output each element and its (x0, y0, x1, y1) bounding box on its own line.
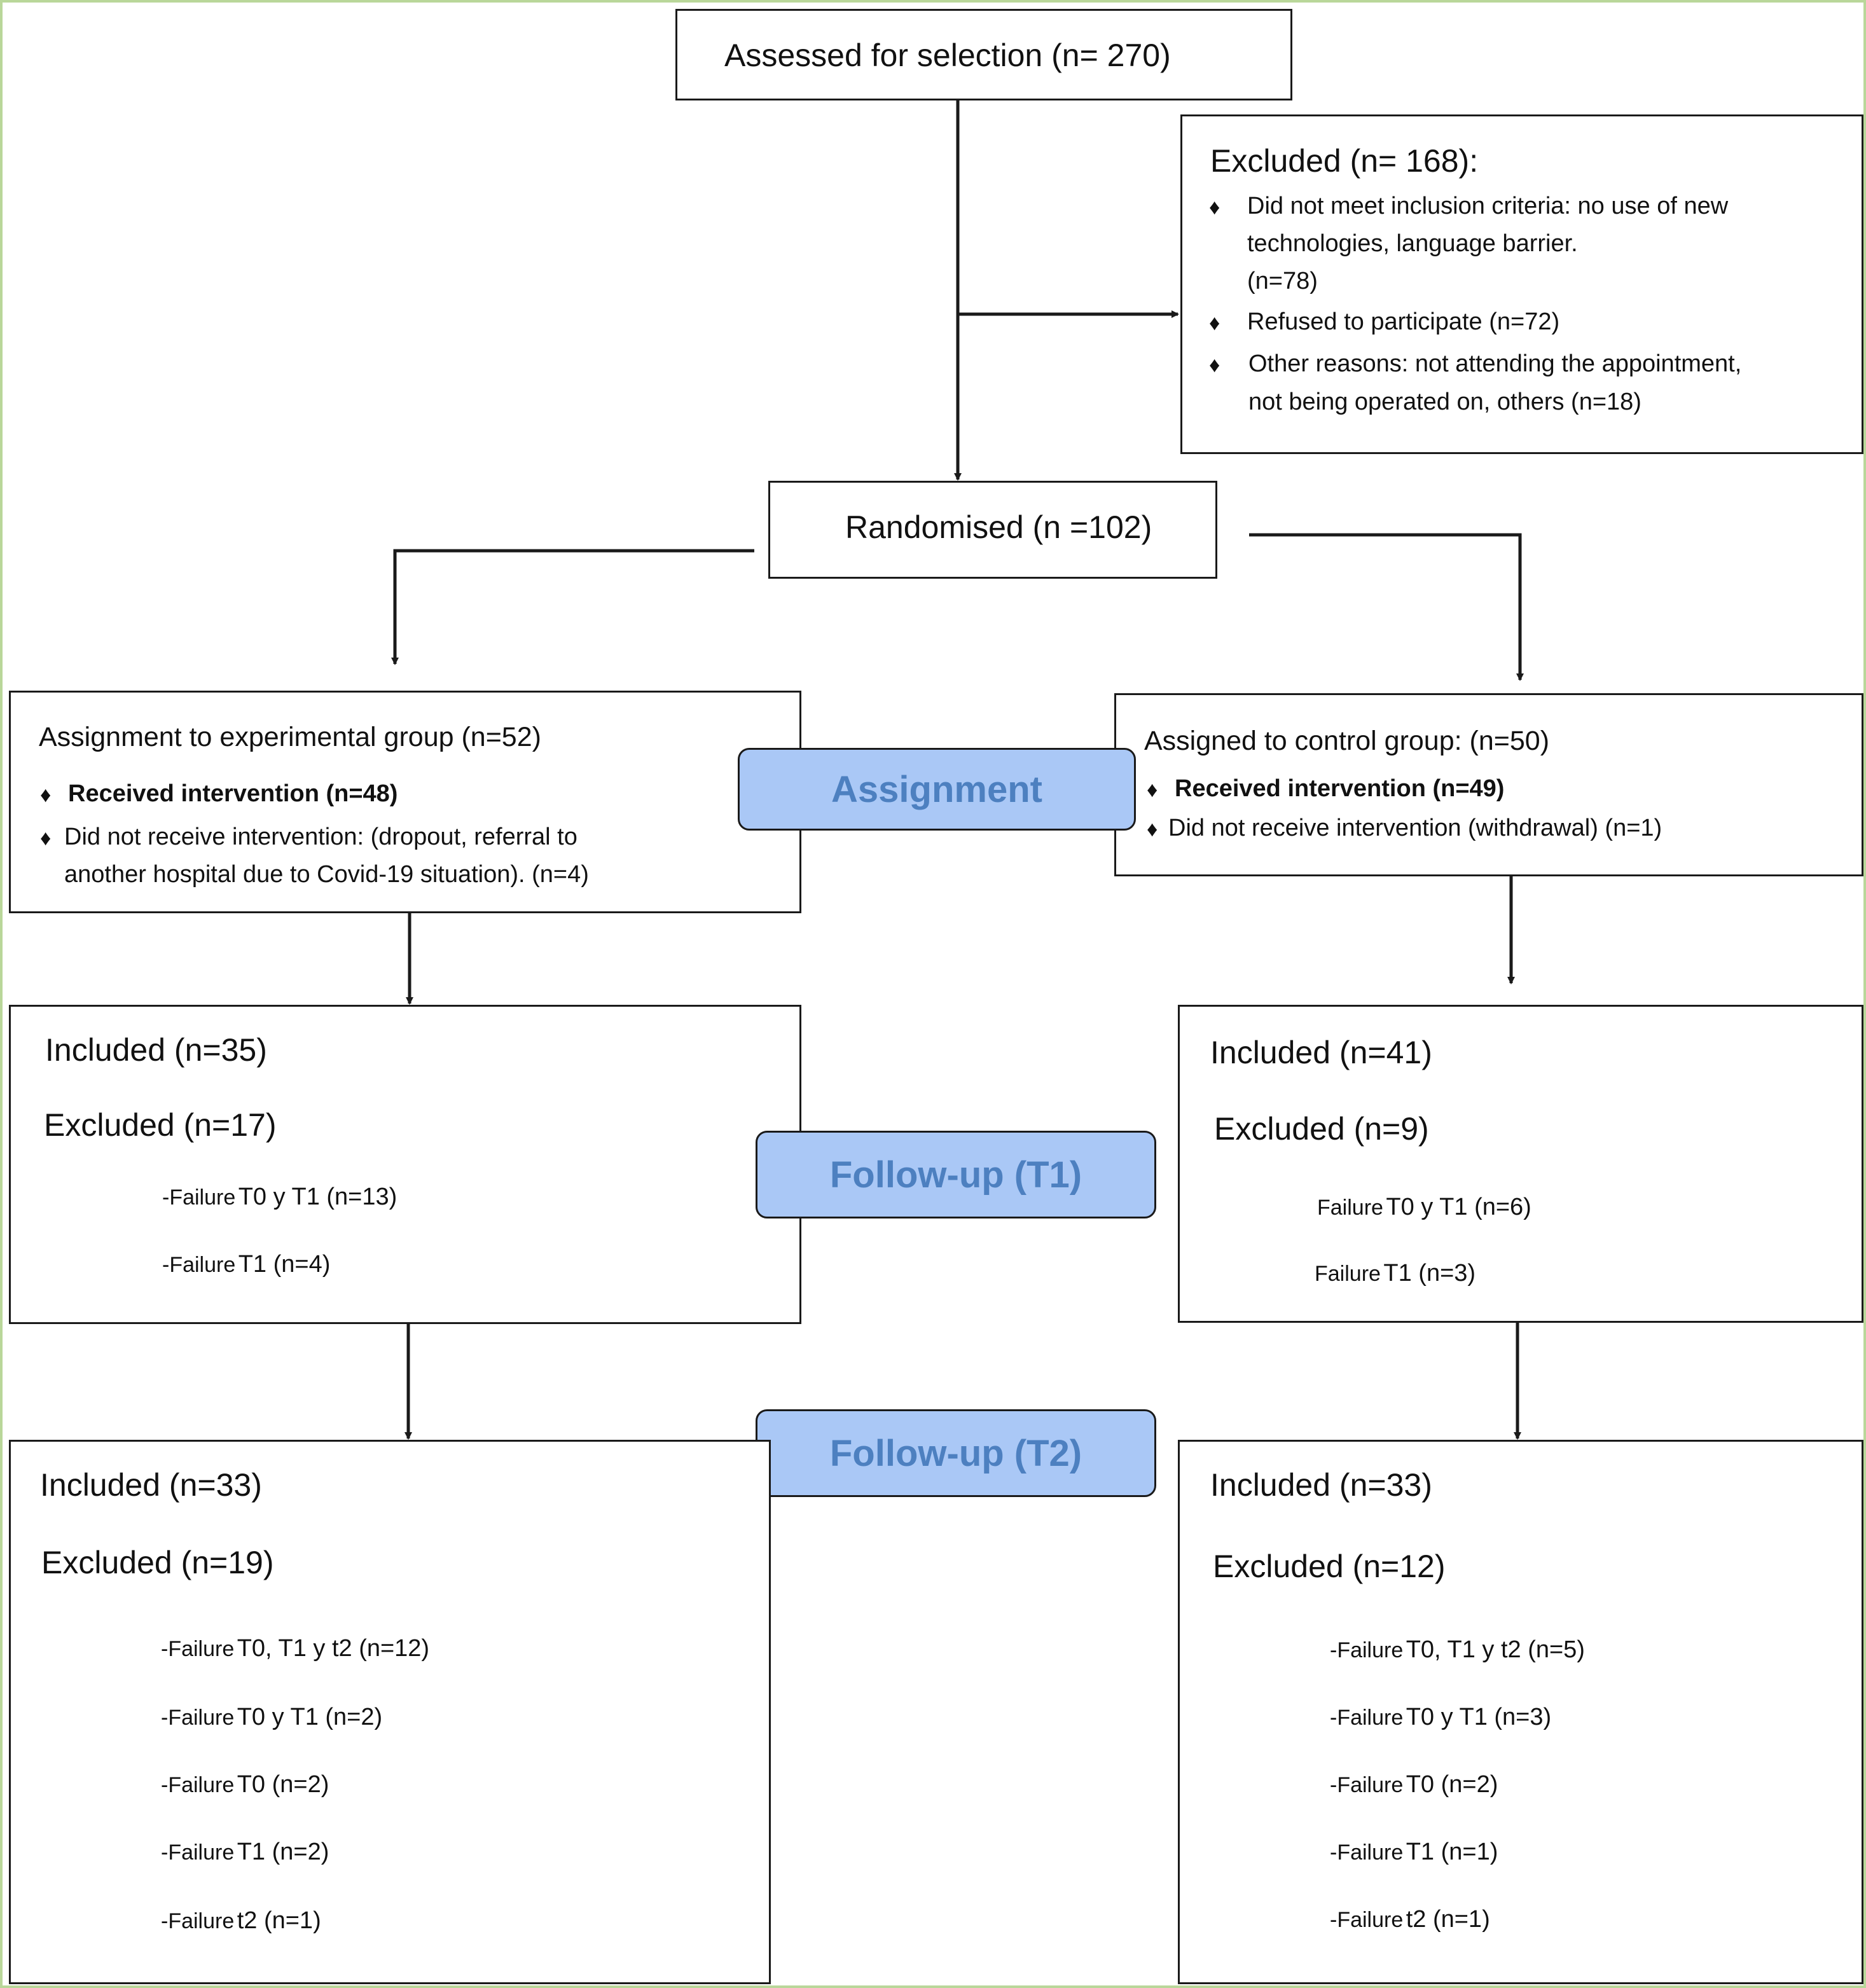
randomised-box: Randomised (n =102) (768, 481, 1217, 579)
failure-row: -Failure T0 y T1 (n=13) (162, 1184, 397, 1210)
control-received: Received intervention (n=49) (1175, 775, 1505, 802)
randomised-label: Randomised (n =102) (845, 509, 1152, 545)
control-not-received: Did not receive intervention (withdrawal… (1168, 815, 1662, 841)
experimental-not-received-line: another hospital due to Covid-19 situati… (64, 861, 589, 888)
experimental-t1-box: Included (n=35) Excluded (n=17) -Failure… (9, 1005, 801, 1324)
control-t1-included: Included (n=41) (1210, 1035, 1432, 1070)
bullet-icon: ♦ (1209, 311, 1220, 335)
failure-row: -Failure T0 y T1 (n=3) (1330, 1704, 1552, 1730)
excluded-reason-line: Refused to participate (n=72) (1247, 308, 1560, 335)
phase-assignment-text: Assignment (831, 768, 1042, 810)
excluded-reason-line: not being operated on, others (n=18) (1248, 389, 1641, 415)
bullet-icon: ♦ (1147, 778, 1158, 802)
connector-lines (391, 99, 1524, 1440)
arrow-randomised-to-experimental (391, 549, 754, 665)
bullet-icon: ♦ (1209, 353, 1220, 377)
bullet-icon: ♦ (1209, 195, 1220, 219)
phase-followup-t2-label: Follow-up (T2) (756, 1409, 1156, 1497)
failure-row: -Failure T0, T1 y t2 (n=12) (161, 1635, 430, 1662)
failure-row: -Failure T0 y T1 (n=2) (161, 1704, 383, 1730)
excluded-reason-line: Did not meet inclusion criteria: no use … (1247, 193, 1729, 219)
failure-row: -Failure t2 (n=1) (1330, 1906, 1490, 1933)
control-assignment-box: Assigned to control group: (n=50) ♦ Rece… (1114, 693, 1863, 876)
experimental-t1-included: Included (n=35) (45, 1032, 267, 1068)
experimental-t2-included: Included (n=33) (40, 1467, 262, 1503)
failure-row: -Failure t2 (n=1) (161, 1907, 321, 1934)
phase-followup-t1-text: Follow-up (T1) (829, 1154, 1082, 1196)
experimental-not-received-line: Did not receive intervention: (dropout, … (64, 824, 577, 850)
assessed-box: Assessed for selection (n= 270) (675, 9, 1292, 100)
experimental-assignment-box: Assignment to experimental group (n=52) … (9, 691, 801, 913)
excluded-reason-line: (n=78) (1247, 268, 1318, 294)
failure-row: -Failure T1 (n=4) (162, 1251, 331, 1278)
phase-assignment-label: Assignment (738, 748, 1136, 831)
phase-followup-t1-label: Follow-up (T1) (756, 1131, 1156, 1218)
failure-row: -Failure T1 (n=2) (161, 1839, 329, 1865)
bullet-icon: ♦ (1147, 817, 1158, 841)
failure-row: Failure T1 (n=3) (1315, 1260, 1476, 1287)
control-assignment-title: Assigned to control group: (n=50) (1144, 726, 1550, 756)
excluded-title: Excluded (n= 168): (1210, 143, 1479, 179)
experimental-assignment-title: Assignment to experimental group (n=52) (39, 722, 541, 752)
experimental-t2-excluded: Excluded (n=19) (41, 1545, 274, 1580)
control-t2-excluded: Excluded (n=12) (1213, 1549, 1446, 1584)
experimental-t2-box: Included (n=33) Excluded (n=19) -Failure… (9, 1440, 771, 1984)
arrow-randomised-to-control (1249, 533, 1524, 681)
bullet-icon: ♦ (40, 826, 52, 850)
control-t2-included: Included (n=33) (1210, 1467, 1432, 1503)
failure-row: -Failure T1 (n=1) (1330, 1839, 1498, 1865)
failure-row: -Failure T0 (n=2) (161, 1771, 329, 1798)
excluded-box: Excluded (n= 168): ♦ Did not meet inclus… (1180, 114, 1863, 454)
failure-row: -Failure T0, T1 y t2 (n=5) (1330, 1636, 1585, 1663)
assessed-label: Assessed for selection (n= 270) (724, 38, 1171, 73)
control-t1-box: Included (n=41) Excluded (n=9) Failure T… (1178, 1005, 1863, 1323)
experimental-t1-excluded: Excluded (n=17) (44, 1107, 277, 1143)
excluded-reason-line: Other reasons: not attending the appoint… (1248, 350, 1742, 377)
failure-row: -Failure T0 (n=2) (1330, 1771, 1498, 1798)
experimental-received: Received intervention (n=48) (68, 780, 398, 807)
control-t1-excluded: Excluded (n=9) (1214, 1111, 1429, 1147)
control-t2-box: Included (n=33) Excluded (n=12) -Failure… (1178, 1440, 1863, 1984)
excluded-reason-line: technologies, language barrier. (1247, 230, 1578, 257)
failure-row: Failure T0 y T1 (n=6) (1317, 1194, 1531, 1220)
phase-followup-t2-text: Follow-up (T2) (829, 1432, 1082, 1474)
bullet-icon: ♦ (40, 783, 52, 807)
